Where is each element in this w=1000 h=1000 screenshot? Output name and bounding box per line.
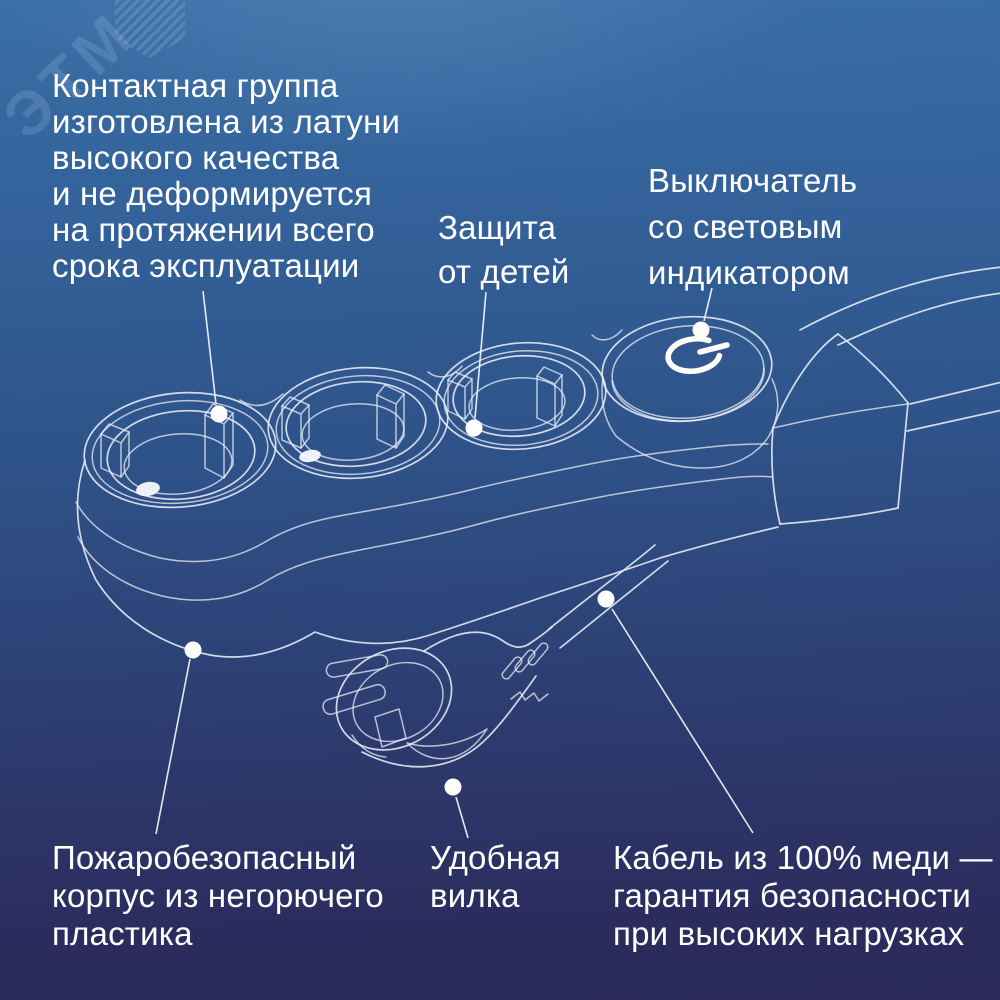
callouts <box>155 287 754 839</box>
outlet-1 <box>83 391 277 509</box>
label-line: и не деформируется <box>52 175 373 212</box>
plug-drawing <box>322 626 553 768</box>
label-line: на протяжении всего <box>52 211 375 248</box>
outlet-3 <box>435 341 607 451</box>
label-contact-group: Контактная группа изготовлена из латуни … <box>52 68 400 284</box>
callout-plug-line <box>455 796 469 839</box>
power-strip-body <box>75 329 779 658</box>
ground-clip <box>447 371 473 420</box>
ground-clip <box>281 396 310 449</box>
callout-cable-dot <box>597 590 615 608</box>
power-cord <box>548 266 1000 649</box>
grip-ridges <box>501 642 549 680</box>
callout-child-line <box>474 291 487 419</box>
callout-switch-dot <box>692 321 710 339</box>
power-icon <box>665 335 730 374</box>
label-line: изготовлена из латуни <box>52 103 401 140</box>
label-cable: Кабель из 100% меди — гарантия безопасно… <box>613 839 993 953</box>
label-switch-indicator: Выключатель со световым индикатором <box>648 158 857 296</box>
callout-housing-line <box>155 658 191 835</box>
label-line: от детей <box>438 253 570 290</box>
switch-module <box>601 315 779 469</box>
label-line: Пожаробезопасный <box>52 839 357 876</box>
callout-child-dot <box>465 419 483 437</box>
label-line: со световым <box>648 208 843 245</box>
label-line: гарантия безопасности <box>613 877 971 914</box>
label-line: Кабель из 100% меди — <box>613 839 993 876</box>
ground-clip <box>100 423 130 478</box>
label-line: Контактная группа <box>52 67 339 104</box>
ground-clip <box>376 384 405 449</box>
ground-clip <box>204 403 234 479</box>
contact-hole <box>299 449 321 463</box>
label-plug: Удобная вилка <box>430 839 561 915</box>
label-line: при высоких нагрузках <box>613 915 965 952</box>
contact-hole <box>136 481 160 497</box>
ground-clip <box>536 366 563 427</box>
label-line: вилка <box>430 877 520 914</box>
strain-relief <box>510 691 549 702</box>
plug-pin <box>322 683 386 716</box>
callout-contact-dot <box>210 405 228 423</box>
callout-housing-dot <box>184 641 202 659</box>
label-line: Выключатель <box>648 162 858 199</box>
callout-contact-line <box>202 290 217 405</box>
label-line: Защита <box>438 209 557 246</box>
label-line: высокого качества <box>52 139 340 176</box>
callout-cable-line <box>611 608 754 834</box>
outlet-2 <box>267 366 449 480</box>
label-housing: Пожаробезопасный корпус из негорючего пл… <box>52 839 384 953</box>
end-cap <box>771 333 909 525</box>
callout-switch-line <box>703 287 713 322</box>
label-child-protection: Защита от детей <box>438 206 570 294</box>
callout-plug-dot <box>444 778 462 796</box>
plug-pin <box>325 654 389 678</box>
label-line: пластика <box>52 915 193 952</box>
label-line: срока эксплуатации <box>52 247 360 284</box>
label-line: индикатором <box>648 254 850 291</box>
label-line: корпус из негорючего <box>52 877 384 914</box>
label-line: Удобная <box>430 839 561 876</box>
